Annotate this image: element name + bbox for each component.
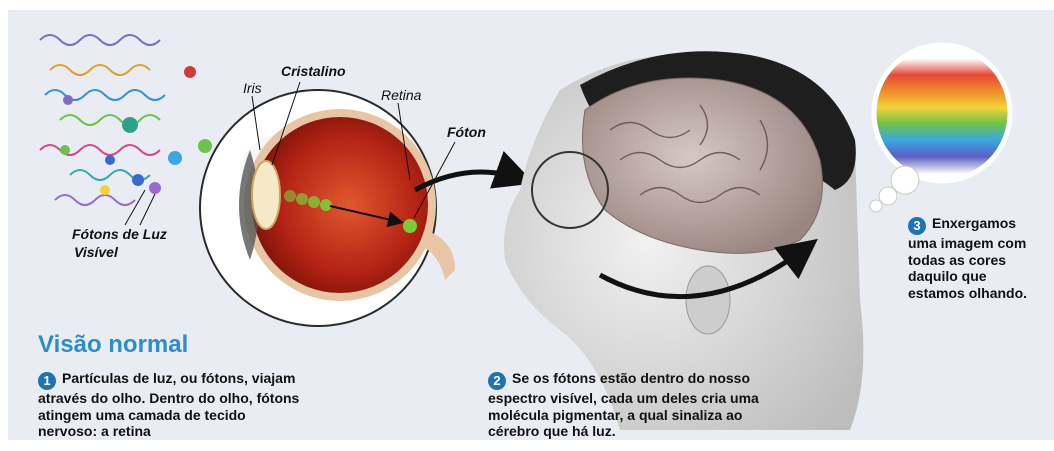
ear <box>685 265 731 335</box>
step-2-line-2: espectro visível, cada um deles cria uma <box>488 390 759 406</box>
step-badge-3: 3 <box>908 217 926 235</box>
page-title: Visão normal <box>38 331 189 358</box>
step-1-line-3: atingem uma camada de tecido <box>38 406 246 423</box>
label-cristalino: Cristalino <box>281 63 346 79</box>
eye-highlight-circle <box>531 151 609 229</box>
step-2-line-4: cérebro que há luz. <box>488 423 616 439</box>
step-1: 1 Partículas de luz, ou fótons, viajam at… <box>38 370 299 440</box>
arrow-eye-to-head <box>413 150 535 193</box>
photon-waves <box>39 34 166 206</box>
step-1-line-4: nervoso: a retina <box>38 423 151 439</box>
photon-particles <box>60 66 212 195</box>
step-1-line-2: através do olho. Dentro do olho, fótons <box>38 390 300 406</box>
head-illustration <box>504 51 864 431</box>
label-fotons-luz-1: Fótons de Luz <box>72 226 167 242</box>
step-badge-1: 1 <box>38 372 56 390</box>
step-2-line-3: molécula pigmentar, a qual sinaliza ao <box>488 406 743 423</box>
pointer-fotons-luz-2 <box>139 193 156 226</box>
step-2: 2 Se os fótons estão dentro do nosso espe… <box>488 370 759 440</box>
step-3-line-4: daquilo que <box>908 268 987 284</box>
brain-folds <box>609 104 769 204</box>
step-3-line-1: Enxergamos <box>932 215 1017 231</box>
label-foton: Fóton <box>447 124 486 140</box>
label-retina: Retina <box>381 87 422 103</box>
pointer-fotons-luz <box>124 189 146 226</box>
step-3-line-5: estamos olhando. <box>908 284 1028 301</box>
arrow-to-brain <box>598 238 818 300</box>
step-badge-2: 2 <box>488 372 506 390</box>
thought-bubble <box>869 42 1013 213</box>
step-1-line-1: Partículas de luz, ou fótons, viajam <box>62 370 296 386</box>
label-iris: Iris <box>243 80 262 96</box>
step-3-line-3: todas as cores <box>908 251 1007 268</box>
step-3: 3 Enxergamos uma imagem com todas as core… <box>908 215 1027 301</box>
photon-path <box>284 190 417 233</box>
step-2-line-1: Se os fótons estão dentro do nosso <box>512 370 751 386</box>
eye-illustration <box>199 89 455 327</box>
step-3-line-2: uma imagem com <box>908 235 1027 251</box>
label-fotons-luz-2: Visível <box>74 244 118 260</box>
